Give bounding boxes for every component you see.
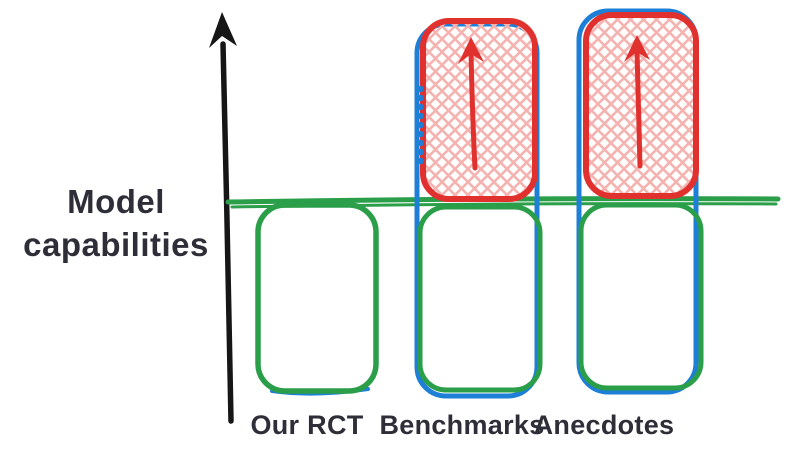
benchmarks-measured-box bbox=[417, 204, 543, 393]
our-rct-group bbox=[255, 202, 379, 396]
benchmarks-up-arrowhead bbox=[458, 37, 484, 64]
anecdotes-up-arrowhead bbox=[624, 35, 650, 62]
benchmarks-up-arrow-icon bbox=[458, 37, 484, 171]
y-axis-label-line2: capabilities bbox=[23, 226, 209, 263]
y-axis-arrowhead-icon bbox=[209, 12, 237, 48]
anecdotes-overclaim-box bbox=[583, 12, 699, 199]
category-label-our-rct: Our RCT bbox=[250, 410, 363, 440]
our-rct-measured-box bbox=[255, 202, 379, 394]
category-labels: Our RCT Benchmarks Anecdotes bbox=[250, 410, 674, 440]
anecdotes-claimed-box bbox=[576, 8, 699, 395]
anecdotes-up-arrow-icon bbox=[624, 35, 650, 169]
anecdotes-measured-box bbox=[578, 202, 704, 391]
anecdotes-up-arrow-shaft bbox=[634, 47, 643, 169]
benchmarks-up-arrow-shaft bbox=[468, 49, 478, 171]
y-axis-line bbox=[220, 41, 234, 424]
y-axis bbox=[209, 12, 237, 424]
category-label-benchmarks: Benchmarks bbox=[379, 410, 544, 440]
y-axis-label-line1: Model bbox=[67, 183, 165, 220]
benchmarks-overclaim-box bbox=[420, 18, 538, 202]
benchmarks-group bbox=[414, 18, 543, 399]
y-axis-label: Model capabilities bbox=[23, 183, 209, 263]
category-label-anecdotes: Anecdotes bbox=[534, 410, 675, 440]
anecdotes-group bbox=[576, 8, 704, 395]
